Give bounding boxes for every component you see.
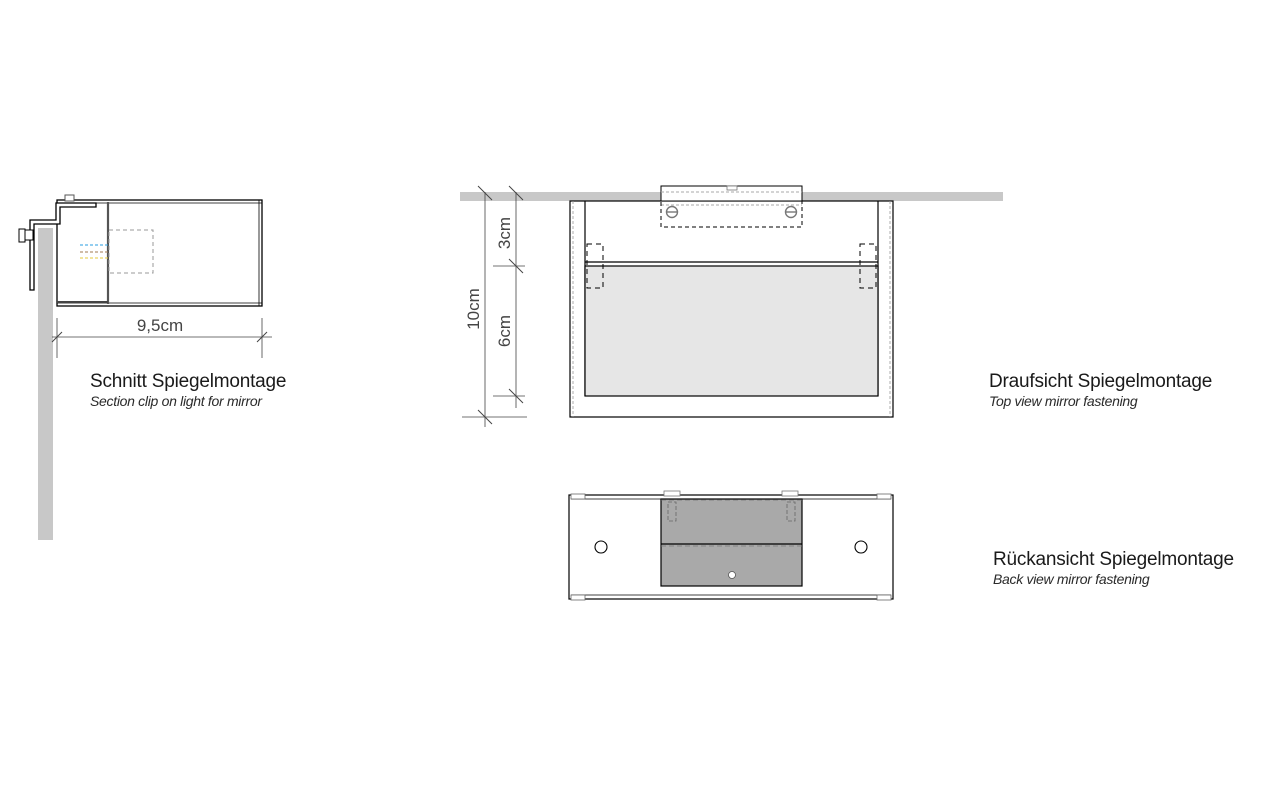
back-view-title: Rückansicht Spiegelmontage (993, 549, 1234, 570)
top-view-title: Draufsicht Spiegelmontage (989, 371, 1213, 392)
back-view-subtitle: Back view mirror fastening (993, 571, 1150, 587)
section-view-title: Schnitt Spiegelmontage (90, 371, 287, 392)
dimension-lower-label: 6cm (495, 315, 514, 347)
mounting-hole-right (854, 540, 868, 554)
screw-icon (784, 205, 798, 219)
dimension-width-label: 9,5cm (137, 316, 183, 335)
section-view-drawing: 9,5cm (18, 194, 272, 540)
section-view-caption: Schnitt Spiegelmontage Section clip on l… (90, 371, 286, 410)
dimension-total-label: 10cm (464, 288, 483, 330)
light-housing (56, 199, 263, 307)
mirror-panel (584, 265, 879, 397)
mounting-hole-left (594, 540, 608, 554)
wall-section (38, 228, 53, 540)
section-view-subtitle: Section clip on light for mirror (90, 393, 262, 409)
center-hole (728, 571, 736, 579)
top-view-caption: Draufsicht Spiegelmontage Top view mirro… (989, 371, 1212, 410)
back-view-drawing (568, 490, 894, 601)
dimension-upper-label: 3cm (495, 217, 514, 249)
top-view-subtitle: Top view mirror fastening (989, 393, 1138, 409)
top-view-drawing: 3cm 6cm 10cm (460, 185, 1003, 427)
mounting-clip (29, 202, 97, 291)
screw-icon (665, 205, 679, 219)
back-view-caption: Rückansicht Spiegelmontage Back view mir… (993, 549, 1234, 588)
